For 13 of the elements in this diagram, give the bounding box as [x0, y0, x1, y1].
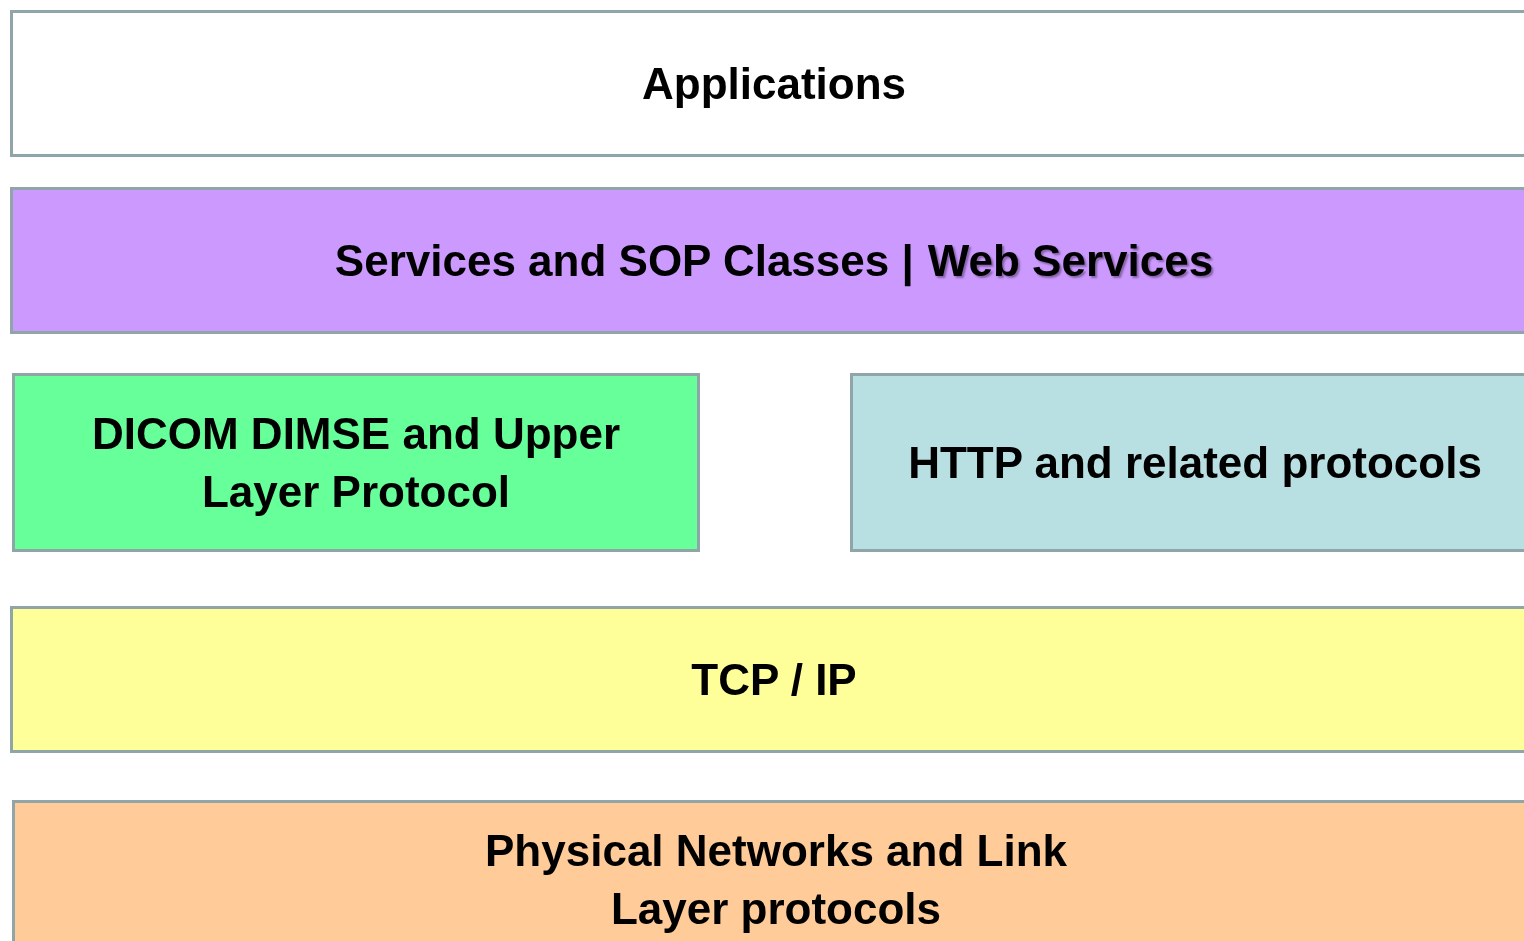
layer-label: Physical Networks and Link Layer protocols [484, 825, 1068, 935]
layer-box [12, 373, 700, 552]
layer-box [850, 373, 1524, 552]
layer-box [10, 606, 1524, 753]
layer-label: DICOM DIMSE and Upper Layer Protocol [91, 407, 621, 518]
layer-label: HTTP and related protocols [908, 436, 1482, 489]
layer-box [10, 187, 1524, 334]
layer-box [10, 10, 1524, 157]
layer-label: Applications [642, 57, 906, 110]
layer-label: Services and SOP Classes | [334, 234, 914, 289]
layer-label: Web Services [927, 234, 1214, 287]
layer-box [12, 800, 1524, 941]
layer-label: TCP / IP [691, 653, 857, 706]
